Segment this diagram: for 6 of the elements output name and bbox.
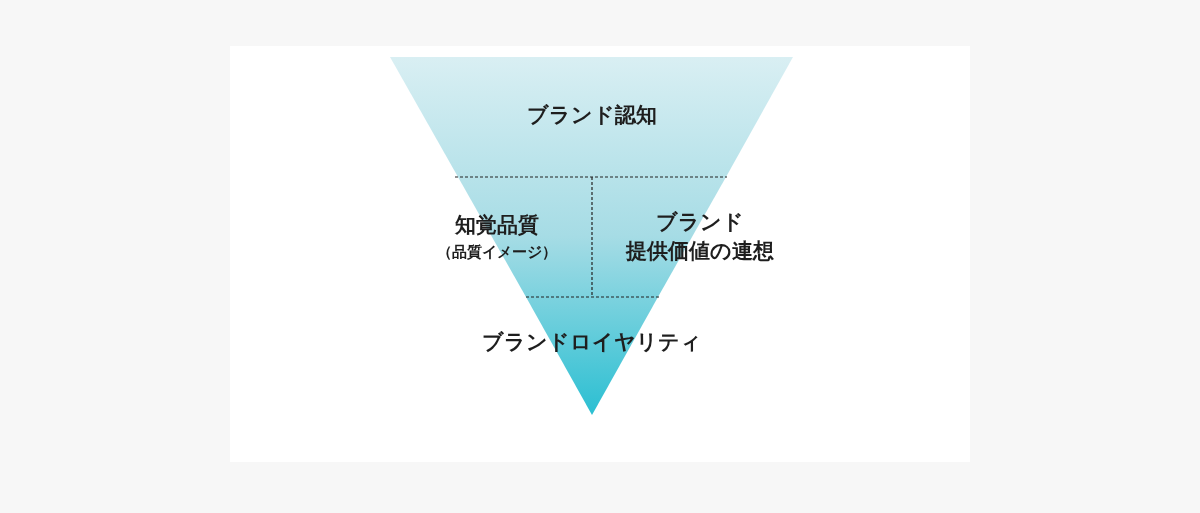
segment-label: 提供価値の連想 xyxy=(626,238,774,265)
segment-label: 知覚品質 xyxy=(455,212,539,239)
segment-label: ブランドロイヤリティ xyxy=(482,329,702,356)
segment-label: ブランド認知 xyxy=(527,102,657,129)
segment-label: ブランド xyxy=(656,209,744,236)
segment-label: （品質イメージ） xyxy=(437,242,557,262)
